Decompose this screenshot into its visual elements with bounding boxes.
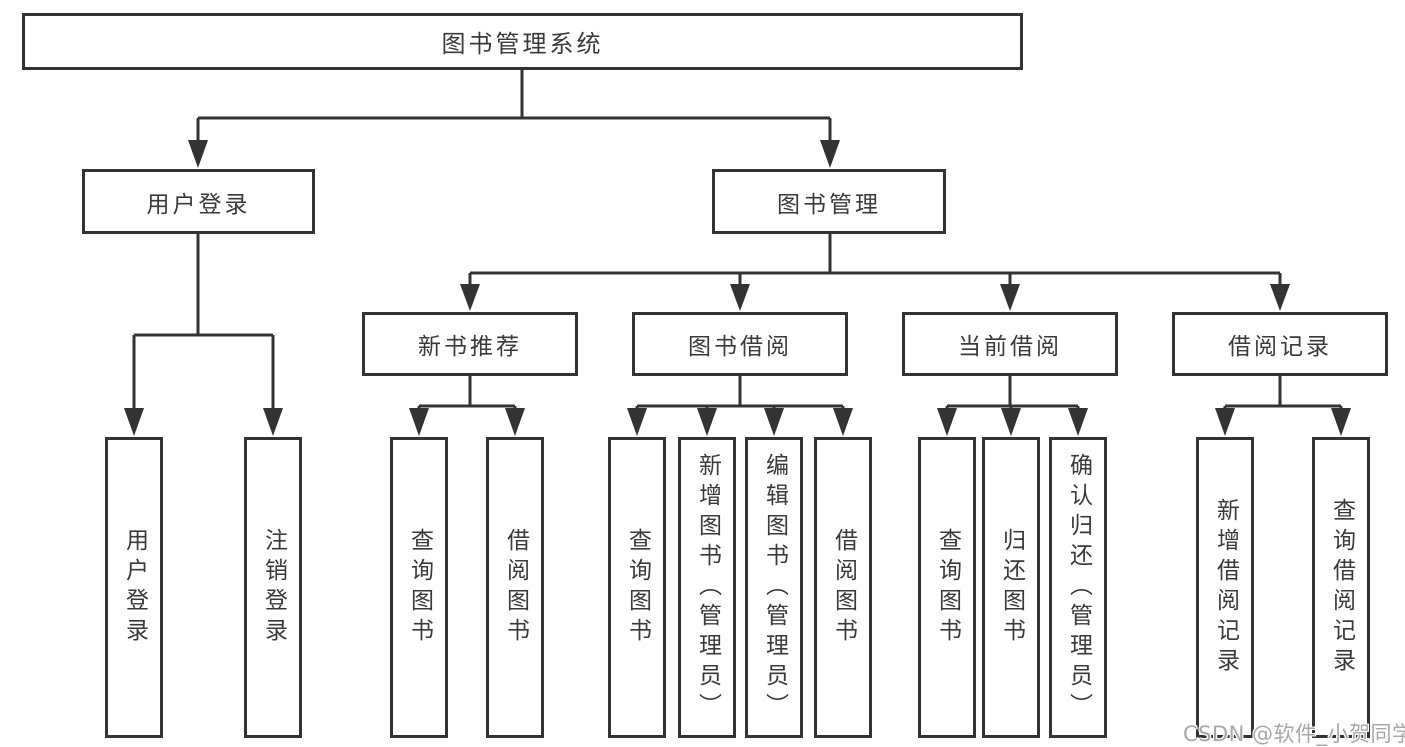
leaf-label: 用户登录: [121, 527, 148, 648]
leaf-label: 新增借阅记录: [1212, 497, 1239, 678]
leaf-borrow-books-2: 借阅图书: [814, 437, 872, 738]
leaf-add-borrow-record: 新增借阅记录: [1196, 437, 1254, 738]
arrowhead-icons: [124, 140, 1351, 436]
node-label: 借阅记录: [1228, 334, 1332, 360]
leaf-label: 查询图书: [406, 527, 433, 648]
node-borrow-records: 借阅记录: [1172, 312, 1388, 376]
node-label: 新书推荐: [418, 334, 522, 360]
csdn-watermark: CSDN @软件_小贺同学: [1183, 722, 1405, 746]
leaf-label: 确认归还（管理员）: [1065, 452, 1092, 723]
leaf-query-books-3: 查询图书: [918, 437, 976, 738]
node-book-borrow: 图书借阅: [632, 312, 848, 376]
node-new-book-recommend: 新书推荐: [362, 312, 578, 376]
connector-lines: [132, 70, 1343, 410]
leaf-query-books-1: 查询图书: [390, 437, 448, 738]
leaf-logout: 注销登录: [244, 437, 302, 738]
leaf-label: 查询图书: [934, 527, 961, 648]
node-label: 图书借阅: [688, 334, 792, 360]
node-label: 图书管理系统: [441, 30, 604, 58]
leaf-confirm-return-admin: 确认归还（管理员）: [1049, 437, 1107, 738]
node-book-management: 图书管理: [712, 169, 946, 234]
leaf-label: 查询借阅记录: [1328, 497, 1355, 678]
leaf-label: 借阅图书: [830, 527, 857, 648]
node-current-borrow: 当前借阅: [902, 312, 1118, 376]
leaf-add-books-admin: 新增图书（管理员）: [678, 437, 736, 738]
node-label: 当前借阅: [958, 334, 1062, 360]
leaf-edit-books-admin: 编辑图书（管理员）: [745, 437, 803, 738]
leaf-label: 新增图书（管理员）: [694, 452, 721, 723]
leaf-query-books-2: 查询图书: [608, 437, 666, 738]
leaf-label: 归还图书: [998, 527, 1025, 648]
leaf-user-login: 用户登录: [105, 437, 163, 738]
node-library-management-system: 图书管理系统: [22, 13, 1023, 70]
leaf-return-books: 归还图书: [982, 437, 1040, 738]
leaf-label: 借阅图书: [502, 527, 529, 648]
leaf-borrow-books-1: 借阅图书: [486, 437, 544, 738]
leaf-label: 注销登录: [260, 527, 287, 648]
leaf-query-borrow-record: 查询借阅记录: [1312, 437, 1370, 738]
node-label: 用户登录: [146, 191, 251, 218]
leaf-label: 查询图书: [624, 527, 651, 648]
node-user-login: 用户登录: [82, 169, 315, 234]
node-label: 图书管理: [777, 191, 881, 218]
leaf-label: 编辑图书（管理员）: [761, 452, 788, 723]
